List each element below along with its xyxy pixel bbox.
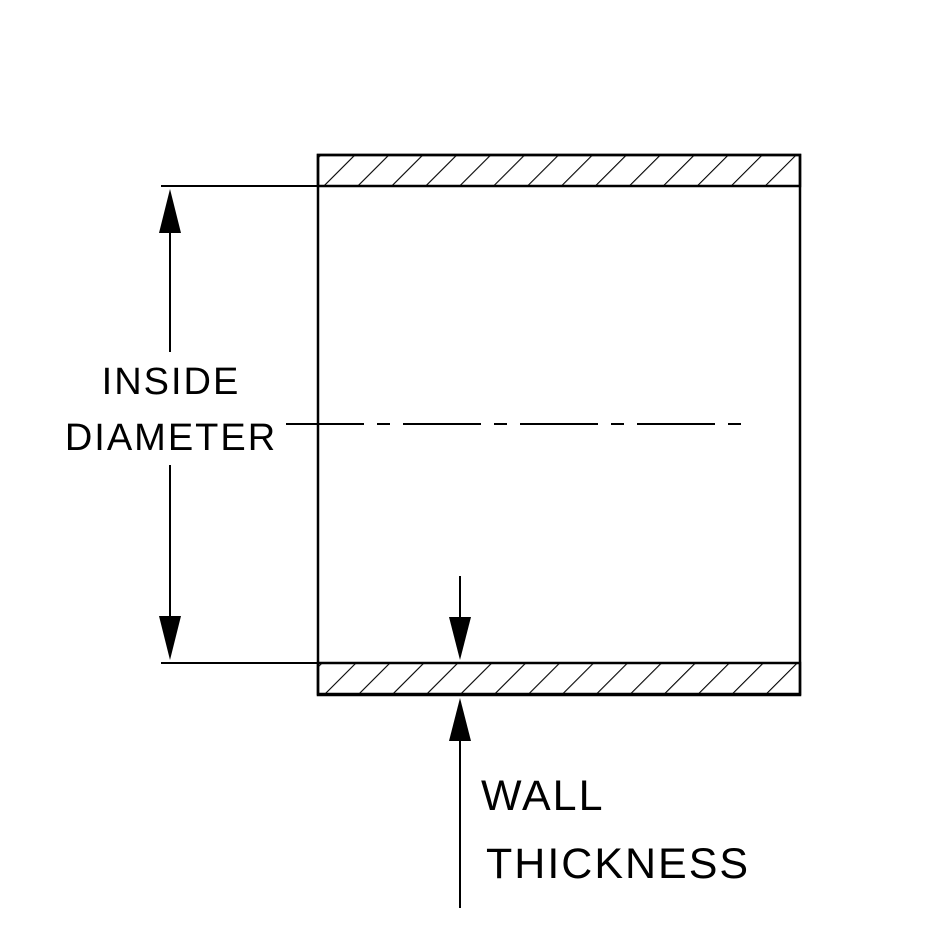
wall-thickness-label-line2: THICKNESS (486, 840, 750, 888)
inside-diameter-arrow-up (159, 189, 181, 233)
inside-diameter-label-line1: INSIDE (102, 361, 241, 403)
wall-thickness-arrow-up (449, 698, 471, 741)
wall-thickness-label-line1: WALL (481, 772, 605, 820)
top-wall-hatch (316, 153, 802, 188)
inside-diameter-arrow-down (159, 616, 181, 660)
inside-diameter-label-line2: DIAMETER (65, 417, 277, 459)
wall-thickness-arrow-down (449, 617, 471, 660)
bottom-wall-hatch (316, 661, 802, 696)
